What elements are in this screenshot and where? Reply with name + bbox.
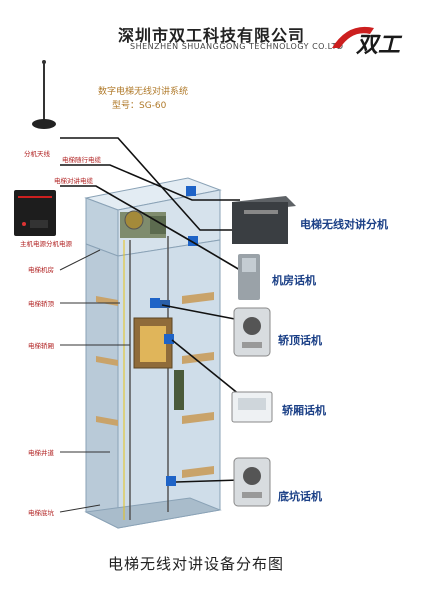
logo-text: 双工	[355, 33, 403, 58]
label-shaft: 电梯井道	[28, 448, 55, 457]
label-car: 电梯轿厢	[28, 341, 55, 350]
label-cable-top: 电梯随行电缆	[62, 155, 102, 164]
label-machine-room-phone: 机房话机	[272, 273, 316, 287]
guide-rails	[123, 236, 169, 520]
label-antenna: 分机天线	[24, 149, 51, 158]
host-power-box	[14, 190, 56, 236]
company-name-en: SHENZHEN SHUANGGONG TECHNOLOGY CO.LTD	[130, 42, 344, 51]
car-top-phone-device	[233, 307, 271, 357]
machine-room-phone-device	[238, 254, 260, 300]
elevator-shaft	[84, 177, 222, 529]
label-pit: 电梯底坑	[28, 508, 55, 517]
left-leader-lines	[59, 249, 130, 513]
company-logo: 双工	[332, 26, 403, 58]
host-unit-device	[232, 196, 296, 244]
label-host: 分机电源	[46, 239, 73, 248]
label-cable-mid: 电梯对讲电缆	[54, 176, 94, 185]
label-car-top: 电梯轿顶	[28, 299, 55, 308]
shaft-phone-modules	[150, 186, 198, 486]
logo-swoosh	[332, 26, 374, 48]
traction-machine	[120, 210, 166, 238]
label-host-device: 电梯无线对讲分机	[300, 217, 388, 231]
label-machine-room: 电梯机房	[28, 265, 54, 274]
diagram-title: 电梯无线对讲设备分布图	[108, 555, 285, 573]
connector-lines	[60, 137, 241, 483]
pit-phone-device	[233, 457, 271, 507]
label-host-power: 主机电源	[20, 239, 47, 248]
car-phone-device	[231, 391, 273, 423]
system-name: 数字电梯无线对讲系统	[98, 87, 189, 97]
label-car-top-phone: 轿顶话机	[278, 333, 322, 347]
antenna-icon	[32, 60, 56, 129]
floor-slabs	[96, 292, 214, 478]
counterweight	[174, 370, 184, 410]
label-pit-phone: 底坑话机	[278, 489, 322, 503]
label-car-phone: 轿厢话机	[282, 403, 326, 417]
company-name-cn: 深圳市双工科技有限公司	[118, 26, 306, 45]
model-number: 型号：SG-60	[112, 101, 167, 111]
